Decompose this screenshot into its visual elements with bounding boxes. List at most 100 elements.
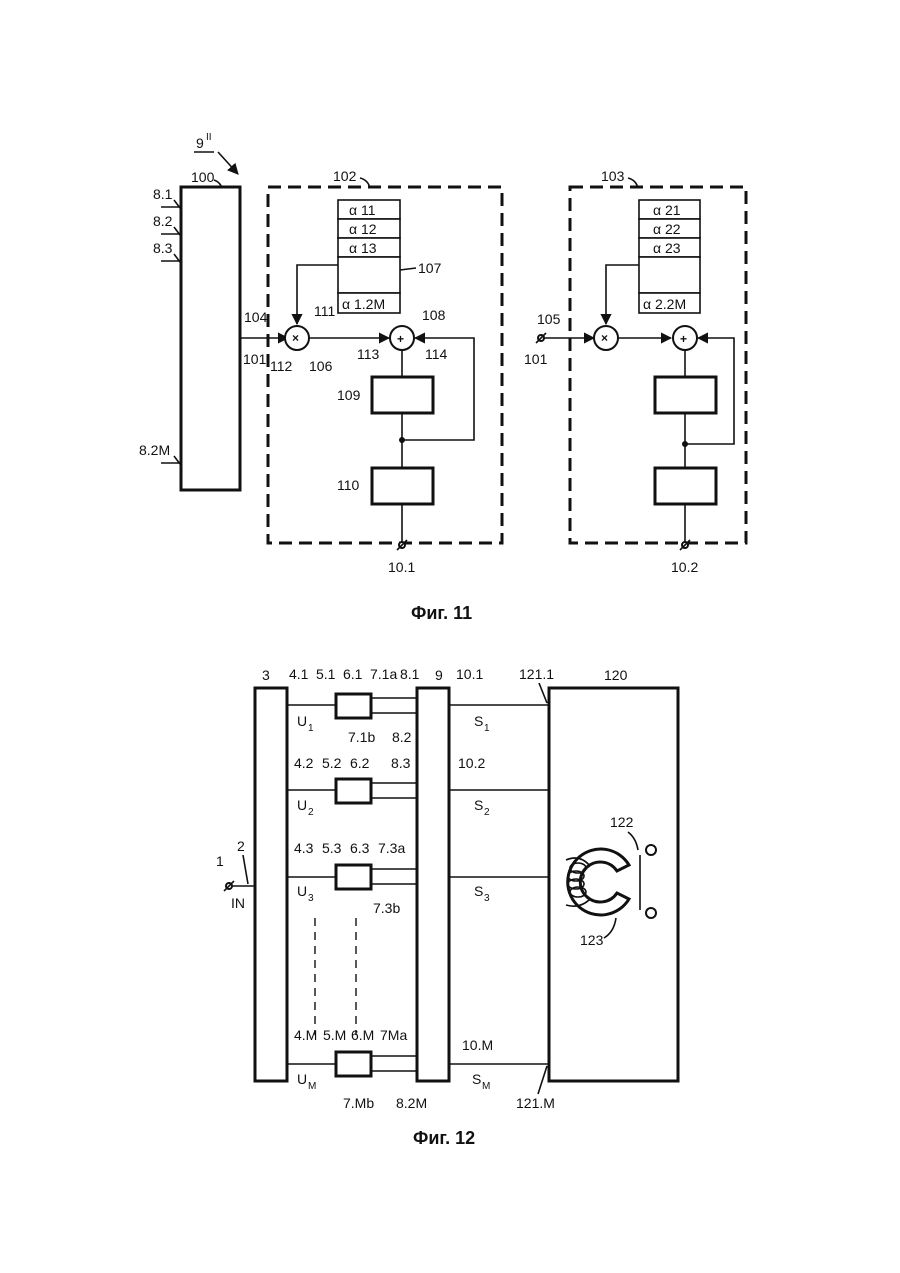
label-123: 123 xyxy=(580,932,604,948)
coef-feed-b xyxy=(606,265,639,324)
row-m-label-b: 5.M xyxy=(323,1027,346,1043)
label-in: IN xyxy=(231,895,245,911)
label-109: 109 xyxy=(337,387,361,403)
row-2-u-sub: 2 xyxy=(308,807,314,818)
adder-b-sign: + xyxy=(680,332,687,346)
coef-b-1: α 22 xyxy=(653,221,681,237)
row-2-label-c: 6.2 xyxy=(350,755,370,771)
coef-a-2: α 13 xyxy=(349,240,377,256)
coef-b-0: α 21 xyxy=(653,202,681,218)
row-m-label-a: 4.M xyxy=(294,1027,317,1043)
label-106: 106 xyxy=(309,358,333,374)
row-3-label-a: 4.3 xyxy=(294,840,314,856)
adder-108-sign: + xyxy=(397,332,404,346)
block-3 xyxy=(255,688,287,1081)
row-3-s: S xyxy=(474,883,483,899)
label-101: 101 xyxy=(243,351,267,367)
row-3-u-sub: 3 xyxy=(308,893,314,904)
row-3-label-lo1: 7.3b xyxy=(373,900,400,916)
row-2-label-f: 10.2 xyxy=(458,755,485,771)
label-105: 105 xyxy=(537,311,561,327)
coef-stack-a: α 11 α 12 α 13 α 1.2M xyxy=(338,200,400,313)
multiplier-106-sign: × xyxy=(292,331,299,345)
row-m-label-lo1: 7.Mb xyxy=(343,1095,374,1111)
label-10-1: 10.1 xyxy=(388,559,415,575)
row-3-label-c: 6.3 xyxy=(350,840,370,856)
label-122: 122 xyxy=(610,814,634,830)
row-m-label-lo2: 8.2M xyxy=(396,1095,427,1111)
row-m-block-6 xyxy=(336,1052,371,1076)
row-2-block-6 xyxy=(336,779,371,803)
switch-122-contact-top xyxy=(646,845,656,855)
label-112: 112 xyxy=(270,358,293,374)
coef-stack-b: α 21 α 22 α 23 α 2.2M xyxy=(639,200,700,313)
coef-a-1: α 12 xyxy=(349,221,377,237)
label-110: 110 xyxy=(337,477,360,493)
label-1: 1 xyxy=(216,853,224,869)
ref-9-superscript: II xyxy=(206,132,212,143)
block-110 xyxy=(372,468,433,504)
input-8-1-label: 8.1 xyxy=(153,186,173,202)
coef-b-2: α 23 xyxy=(653,240,681,256)
leader-2 xyxy=(243,855,248,884)
label-114: 114 xyxy=(425,346,448,362)
label-121-M: 121.M xyxy=(516,1095,555,1111)
row-1-label-lo1: 7.1b xyxy=(348,729,375,745)
block-100-label: 100 xyxy=(191,169,215,185)
row-2-label-b: 5.2 xyxy=(322,755,342,771)
row-1-label-f: 10.1 xyxy=(456,666,483,682)
row-m-u-sub: M xyxy=(308,1081,316,1092)
module-102-label: 102 xyxy=(333,168,357,184)
figure-12-caption: Фиг. 12 xyxy=(413,1128,475,1148)
row-m-label-c: 6.M xyxy=(351,1027,374,1043)
input-8-2-label: 8.2 xyxy=(153,213,173,229)
multiplier-b-sign: × xyxy=(601,331,608,345)
coef-b-cell xyxy=(639,257,700,293)
switch-122-contact-bottom xyxy=(646,908,656,918)
row-m-s: S xyxy=(472,1071,481,1087)
block-b1 xyxy=(655,377,716,413)
coef-a-cell xyxy=(338,257,400,293)
row-m-label-f: 10.M xyxy=(462,1037,493,1053)
label-108: 108 xyxy=(422,307,446,323)
ref-9-label: 9 xyxy=(196,135,204,151)
row-1-s: S xyxy=(474,713,483,729)
label-3: 3 xyxy=(262,667,270,683)
row-1-s-sub: 1 xyxy=(484,723,490,734)
label-2: 2 xyxy=(237,838,245,854)
row-1-label-e: 8.1 xyxy=(400,666,420,682)
row-2-s-sub: 2 xyxy=(484,807,490,818)
leader-121-1 xyxy=(539,683,547,703)
row-m-u: U xyxy=(297,1071,307,1087)
coef-b-4: α 2.2M xyxy=(643,296,686,312)
block-109 xyxy=(372,377,433,413)
label-101b: 101 xyxy=(524,351,548,367)
label-120: 120 xyxy=(604,667,628,683)
row-3-block-6 xyxy=(336,865,371,889)
row-m-label-d: 7Ma xyxy=(380,1027,407,1043)
row-2-u: U xyxy=(297,797,307,813)
label-121-1: 121.1 xyxy=(519,666,554,682)
figure-11: 9 II 100 8.1 8.2 8.3 8.2M 104 101 102 xyxy=(139,132,746,623)
row-3-label-d: 7.3a xyxy=(378,840,405,856)
row-1-block-6 xyxy=(336,694,371,718)
block-b2 xyxy=(655,468,716,504)
row-3-s-sub: 3 xyxy=(484,893,490,904)
row-1-label-a: 4.1 xyxy=(289,666,309,682)
row-1-u: U xyxy=(297,713,307,729)
figure-12: 1 2 IN 3 9 120 4.1 5.1 6.1 7.1a 8.1 10.1… xyxy=(216,666,678,1148)
row-3-u: U xyxy=(297,883,307,899)
row-3-label-b: 5.3 xyxy=(322,840,342,856)
coef-a-0: α 11 xyxy=(349,202,376,218)
row-1-label-lo2: 8.2 xyxy=(392,729,412,745)
leader-107 xyxy=(400,268,416,270)
block-100 xyxy=(181,187,240,490)
row-1-label-d: 7.1a xyxy=(370,666,397,682)
row-2-label-a: 4.2 xyxy=(294,755,314,771)
leader-121-M xyxy=(538,1066,547,1094)
block-9 xyxy=(417,688,449,1081)
label-10-2: 10.2 xyxy=(671,559,698,575)
row-2-s: S xyxy=(474,797,483,813)
label-107: 107 xyxy=(418,260,442,276)
